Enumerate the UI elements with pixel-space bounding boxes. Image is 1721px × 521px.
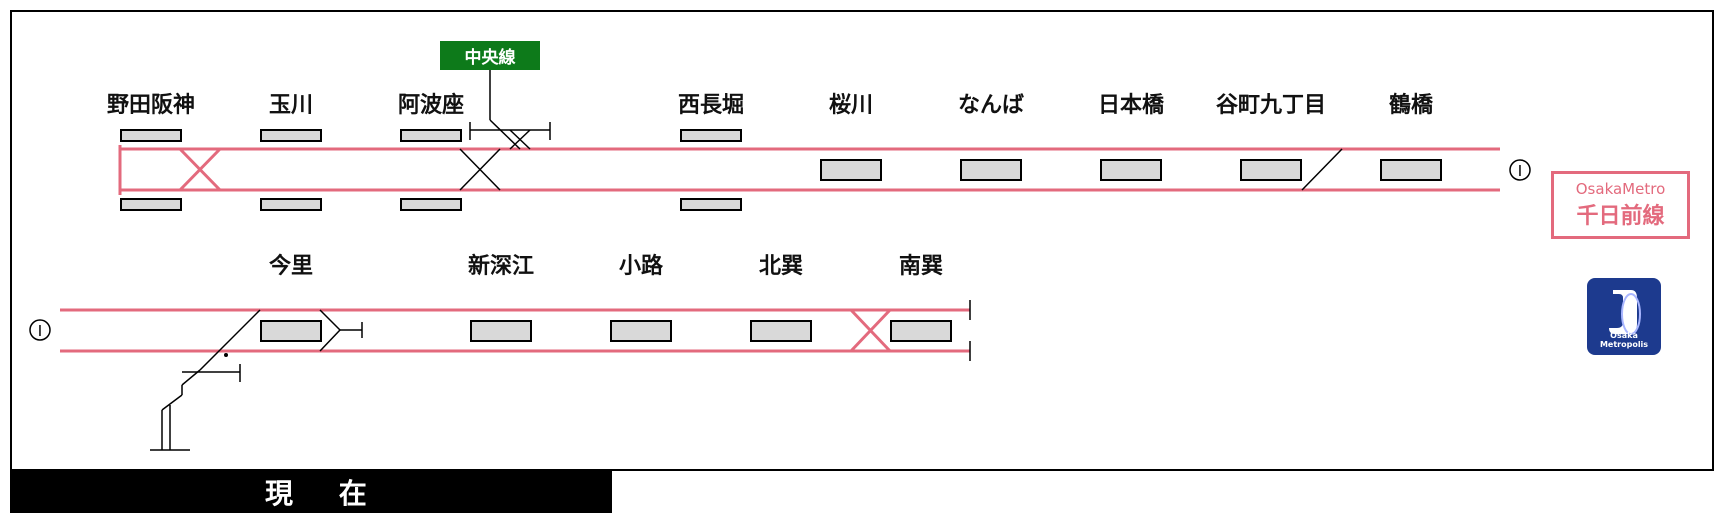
- platform-minami-tatsumi: [890, 320, 952, 342]
- route-b-continuation-marker: Ⅰ: [38, 322, 42, 340]
- platform-shin-fukae: [470, 320, 532, 342]
- platform-kita-tatsumi: [750, 320, 812, 342]
- station-name: 鶴橋: [1389, 92, 1434, 118]
- line-badge-brand: OsakaMetro: [1575, 180, 1666, 198]
- line-badge-name: 千日前線: [1576, 204, 1665, 229]
- platform-noda-hanshin-upper: [120, 129, 182, 142]
- station-name: 桜川: [829, 93, 873, 118]
- osaka-metro-logo-text: Osaka Metropolis: [1599, 331, 1649, 349]
- platform-awaza-upper: [400, 129, 462, 142]
- route-a-continuation-marker: Ⅰ: [1518, 162, 1522, 180]
- station-name: 小路: [619, 253, 664, 279]
- station-name: なんば: [958, 93, 1024, 118]
- station-name: 日本橋: [1098, 93, 1165, 118]
- osaka-metro-logo-icon: [1609, 290, 1641, 335]
- platform-nishi-nagahori-upper: [680, 129, 742, 142]
- route-b-continuation-circle: [29, 319, 51, 341]
- footer-label: 現 在: [265, 477, 385, 510]
- station-name: 野田阪神: [107, 92, 195, 118]
- footer-bar: 現 在: [10, 471, 612, 513]
- platform-noda-hanshin-lower: [120, 198, 182, 211]
- station-name: 阿波座: [398, 92, 464, 118]
- imazato-siding-1: [319, 329, 341, 352]
- platform-nishi-nagahori-lower: [680, 198, 742, 211]
- platform-tanimachi-9: [1240, 159, 1302, 181]
- station-name: 谷町九丁目: [1216, 93, 1326, 118]
- imazato-siding-3: [319, 309, 341, 331]
- osaka-metro-logo: Osaka Metropolis: [1587, 278, 1661, 355]
- platform-tamagawa-lower: [260, 198, 322, 211]
- diagram-frame: [10, 10, 1714, 471]
- platform-tsuruhashi: [1380, 159, 1442, 181]
- crossover-b-2: [459, 148, 501, 191]
- platform-tamagawa-upper: [260, 129, 322, 142]
- line-badge: OsakaMetro 千日前線: [1551, 171, 1690, 239]
- platform-nippombashi: [1100, 159, 1162, 181]
- platform-namba: [960, 159, 1022, 181]
- station-name: 今里: [269, 253, 313, 279]
- crossover-d-2: [849, 308, 892, 353]
- station-name: 南巽: [899, 254, 943, 279]
- depot-lead-1: [199, 309, 261, 371]
- route-a: 野田阪神 玉川 阿波座 西長堀 桜川 なんば 日本橋 谷町九丁目 鶴橋 Ⅰ: [107, 70, 1531, 211]
- station-name: 玉川: [269, 93, 313, 118]
- platform-sakuragawa: [820, 159, 882, 181]
- route-a-continuation-circle: [1509, 159, 1531, 181]
- depot-lead-4: [161, 394, 183, 411]
- station-name: 西長堀: [678, 93, 744, 118]
- connection-line-label: 中央線: [440, 41, 540, 70]
- station-name: 新深江: [468, 253, 534, 279]
- platform-shoji: [610, 320, 672, 342]
- crossover-a-2: [178, 147, 222, 192]
- route-b: 今里 新深江 小路 北巽 南巽 Ⅰ: [29, 253, 971, 451]
- depot-dot: [224, 353, 228, 357]
- connection-spur-x2: [509, 129, 531, 150]
- crossover-c: [1301, 148, 1343, 191]
- platform-imazato: [260, 320, 322, 342]
- station-name: 北巽: [759, 254, 803, 279]
- platform-awaza-lower: [400, 198, 462, 211]
